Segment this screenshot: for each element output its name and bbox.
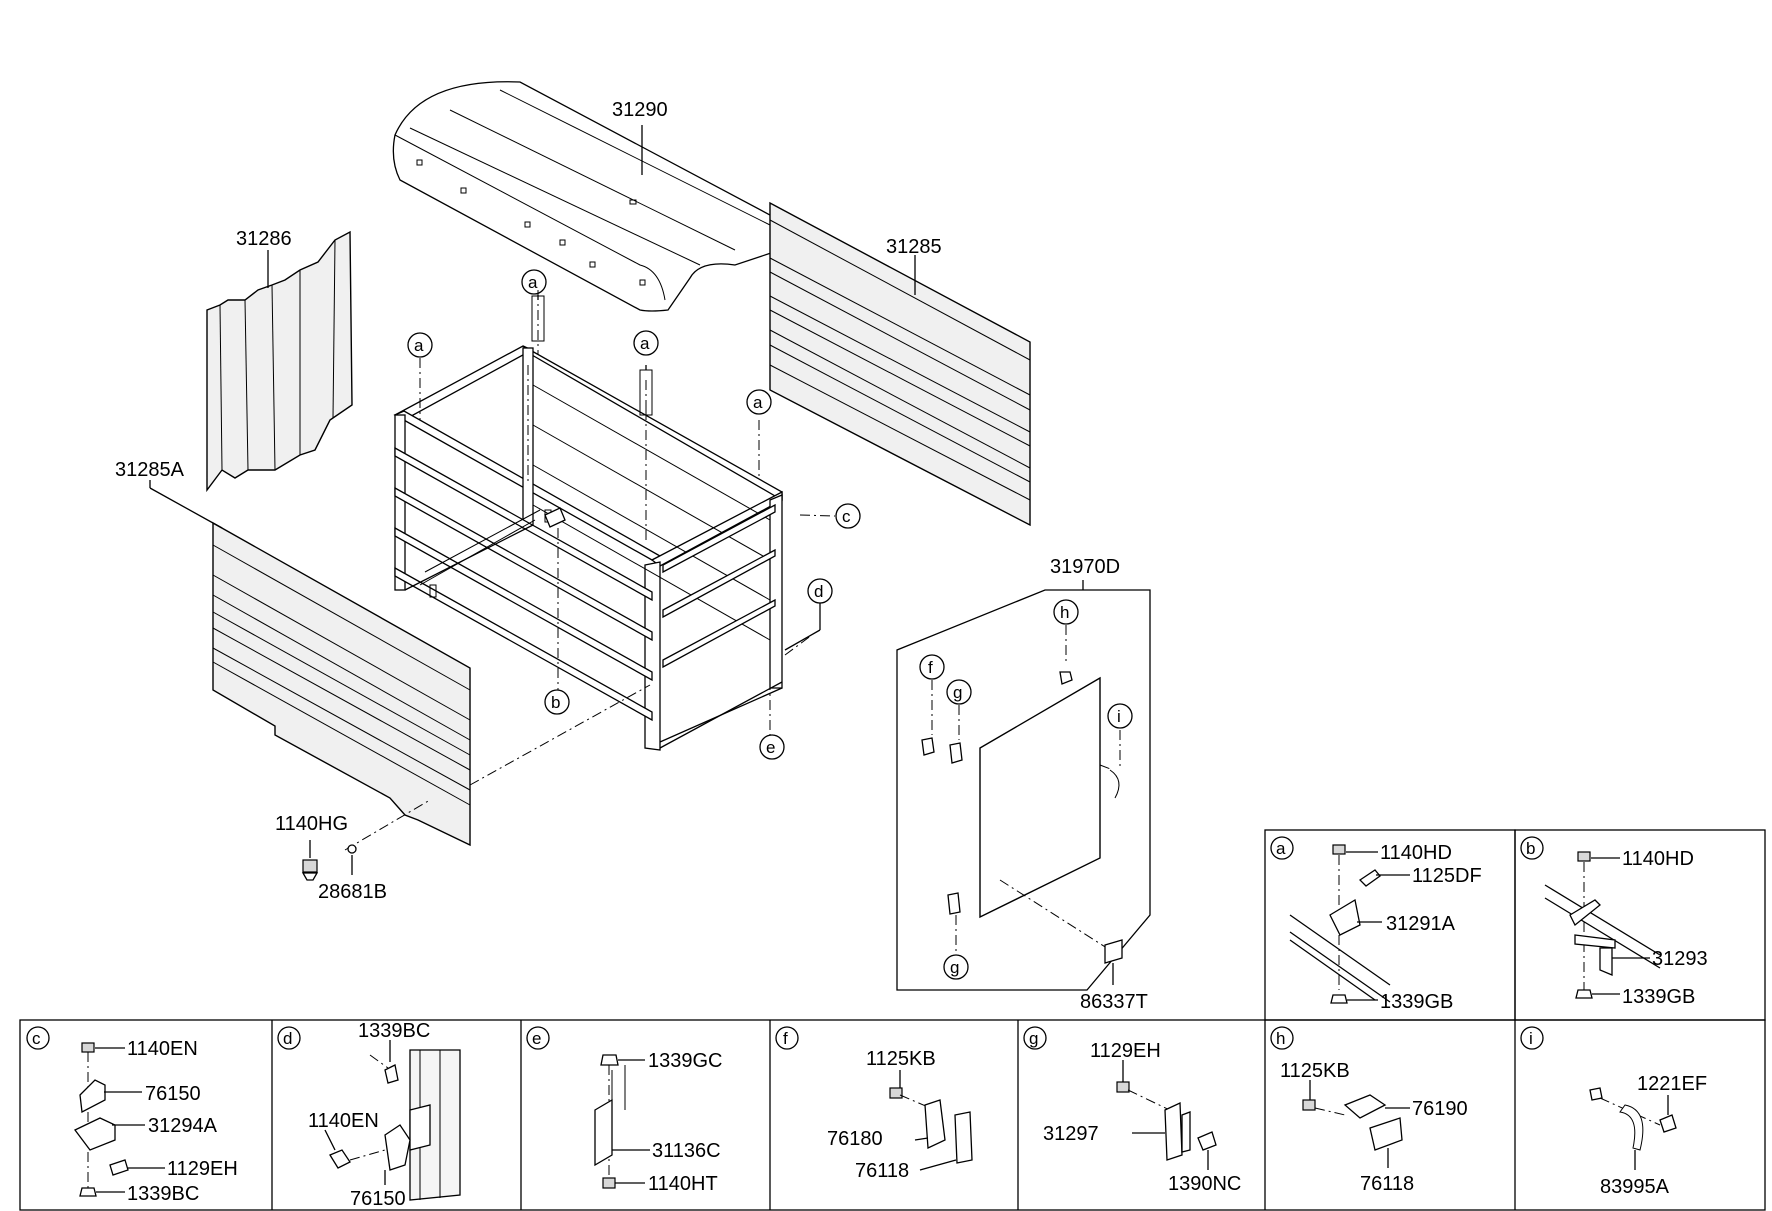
clip-28681B [347, 844, 357, 854]
svg-text:1390NC: 1390NC [1168, 1173, 1241, 1195]
svg-text:1125DF: 1125DF [1412, 865, 1482, 887]
svg-text:76190: 76190 [1412, 1098, 1468, 1120]
callout-g-1: g [946, 679, 972, 705]
callout-a-3: a [633, 330, 659, 356]
detail-h: h 1125KB 76190 76118 [1270, 1026, 1468, 1195]
detail-i: i 1221EF 83995A [1520, 1026, 1707, 1198]
roof-panel-31290 [392, 81, 784, 312]
callout-c: c [835, 503, 861, 529]
svg-text:76150: 76150 [350, 1188, 406, 1210]
svg-text:1339GB: 1339GB [1622, 986, 1695, 1008]
svg-text:h: h [1060, 603, 1069, 622]
svg-text:76118: 76118 [1360, 1173, 1414, 1195]
detail-d: d 1339BC 1140EN 76150 [277, 1020, 461, 1210]
svg-text:f: f [928, 658, 933, 677]
box-frame [393, 345, 783, 751]
svg-text:1140EN: 1140EN [127, 1038, 198, 1060]
callout-h: h [1053, 599, 1079, 625]
svg-text:h: h [1276, 1029, 1285, 1048]
svg-text:31136C: 31136C [652, 1140, 721, 1162]
side-panel-31285 [769, 201, 1031, 527]
svg-text:1140HT: 1140HT [648, 1173, 718, 1195]
svg-text:c: c [32, 1029, 41, 1048]
callout-f: f [919, 654, 945, 680]
svg-text:f: f [783, 1029, 788, 1048]
svg-text:83995A: 83995A [1600, 1176, 1670, 1198]
callout-b: b [544, 689, 570, 715]
callout-g-2: g [943, 954, 969, 980]
svg-text:a: a [1276, 839, 1286, 858]
door-assembly-31970D [896, 589, 1151, 991]
svg-text:31291A: 31291A [1386, 913, 1456, 935]
svg-text:a: a [753, 393, 763, 412]
label-31285A: 31285A [115, 459, 185, 481]
detail-a: a 1140HD 1125DF 31291A 1339GB [1270, 836, 1482, 1013]
svg-text:76180: 76180 [827, 1128, 883, 1150]
svg-text:e: e [532, 1029, 541, 1048]
svg-text:b: b [1526, 839, 1535, 858]
svg-text:76118: 76118 [855, 1160, 909, 1182]
label-31285: 31285 [886, 236, 942, 258]
detail-f: f 1125KB 76180 76118 [775, 1026, 973, 1182]
svg-text:d: d [814, 582, 823, 601]
svg-text:31297: 31297 [1043, 1123, 1099, 1145]
svg-text:31293: 31293 [1652, 948, 1708, 970]
detail-e: e 1339GC 31136C 1140HT [526, 1026, 723, 1195]
svg-text:g: g [1029, 1029, 1038, 1048]
svg-text:1221EF: 1221EF [1637, 1073, 1707, 1095]
label-31290: 31290 [612, 99, 668, 121]
svg-text:1339BC: 1339BC [358, 1020, 430, 1042]
svg-text:1125KB: 1125KB [1280, 1060, 1350, 1082]
callout-e: e [759, 734, 785, 760]
svg-text:i: i [1117, 707, 1121, 726]
svg-text:g: g [950, 958, 959, 977]
svg-text:31294A: 31294A [148, 1115, 218, 1137]
side-panel-31286 [206, 230, 353, 493]
svg-text:1140HD: 1140HD [1380, 842, 1452, 864]
bolt-1140HG [301, 859, 319, 881]
label-31286: 31286 [236, 228, 292, 250]
svg-text:1129EH: 1129EH [1090, 1040, 1161, 1062]
label-31970D: 31970D [1050, 556, 1120, 578]
svg-text:1339GC: 1339GC [648, 1050, 723, 1072]
svg-text:1339BC: 1339BC [127, 1183, 199, 1205]
svg-text:g: g [953, 683, 962, 702]
detail-b: b 1140HD 31293 1339GB [1520, 836, 1708, 1008]
detail-g: g 1129EH 31297 1390NC [1023, 1026, 1241, 1195]
svg-text:b: b [551, 693, 560, 712]
label-28681B: 28681B [318, 881, 387, 903]
label-1140HG: 1140HG [275, 813, 348, 835]
side-panel-31285A [212, 521, 471, 847]
svg-text:1140EN: 1140EN [308, 1110, 379, 1132]
callout-a-4: a [746, 389, 772, 415]
svg-text:1125KB: 1125KB [866, 1048, 936, 1070]
callout-i: i [1107, 703, 1133, 729]
label-plate-86337T [1104, 939, 1123, 964]
svg-text:c: c [842, 507, 851, 526]
svg-text:76150: 76150 [145, 1083, 201, 1105]
svg-text:a: a [528, 273, 538, 292]
svg-text:1140HD: 1140HD [1622, 848, 1694, 870]
callout-a-2: a [407, 332, 433, 358]
callout-d: d [807, 578, 833, 604]
detail-c: c 1140EN 76150 31294A 1129EH 1339BC [26, 1026, 238, 1205]
svg-text:a: a [414, 336, 424, 355]
svg-text:d: d [283, 1029, 292, 1048]
callout-a-1: a [521, 269, 547, 295]
svg-text:i: i [1529, 1029, 1533, 1048]
svg-text:1339GB: 1339GB [1380, 991, 1453, 1013]
svg-text:e: e [766, 738, 775, 757]
svg-text:1129EH: 1129EH [167, 1158, 238, 1180]
label-86337T: 86337T [1080, 991, 1148, 1013]
svg-text:a: a [640, 334, 650, 353]
